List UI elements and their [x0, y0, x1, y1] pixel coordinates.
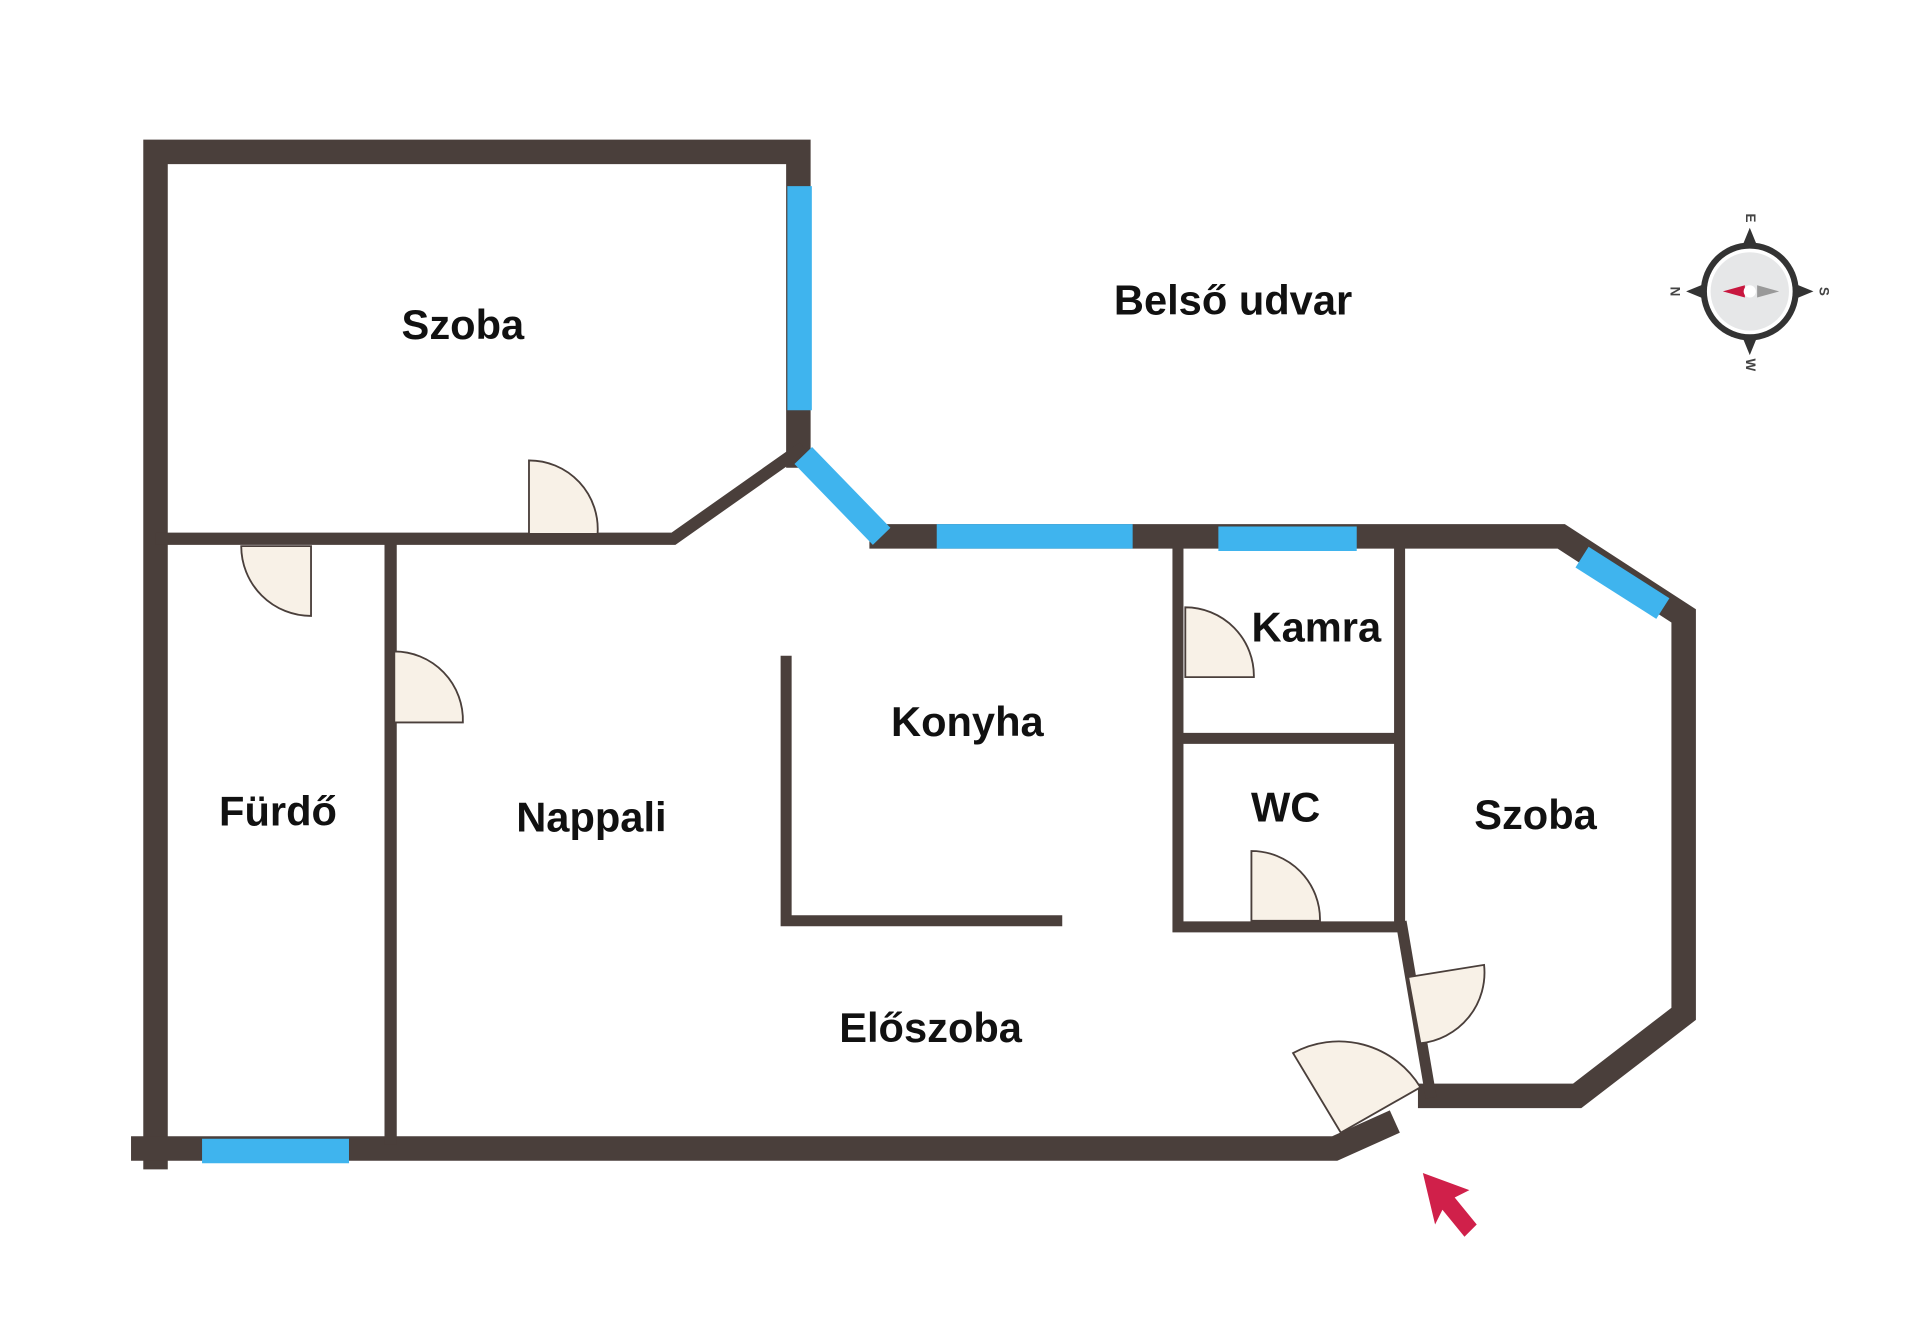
room-label-belso-udvar: Belső udvar — [1114, 277, 1352, 324]
doors — [240, 459, 1486, 1134]
room-label-szoba: Szoba — [402, 301, 525, 348]
compass-label-n: N — [1667, 287, 1682, 297]
door-furdo — [240, 545, 312, 617]
door-szoba-right — [1407, 963, 1486, 1045]
window — [1575, 546, 1670, 619]
room-label-nappali: Nappali — [516, 793, 666, 840]
compass-label-s: S — [1817, 287, 1832, 296]
inner-wall-konyha — [780, 655, 1063, 927]
door-szoba — [528, 459, 599, 535]
room-label-eloszoba: Előszoba — [839, 1004, 1023, 1051]
windows — [202, 186, 1670, 1164]
door-kamra — [1184, 606, 1255, 679]
compass-label-w: W — [1743, 359, 1758, 372]
room-label-wc: WC — [1251, 784, 1320, 831]
room-label-furdo: Fürdő — [219, 787, 337, 834]
door-entrance — [1291, 1040, 1422, 1134]
compass-icon: E N S W — [1667, 213, 1831, 371]
room-label-kamra: Kamra — [1252, 604, 1382, 651]
outer-wall-right — [869, 524, 1696, 1109]
outer-wall-bottom — [131, 1110, 1400, 1161]
compass-label-e: E — [1743, 213, 1758, 222]
inner-wall-szoba — [155, 442, 807, 545]
room-label-szoba-right: Szoba — [1474, 791, 1597, 838]
room-label-konyha: Konyha — [891, 698, 1044, 745]
entrance-arrow-icon — [1422, 1173, 1477, 1237]
window — [794, 446, 891, 545]
door-nappali — [393, 650, 464, 724]
door-wc — [1250, 850, 1321, 922]
